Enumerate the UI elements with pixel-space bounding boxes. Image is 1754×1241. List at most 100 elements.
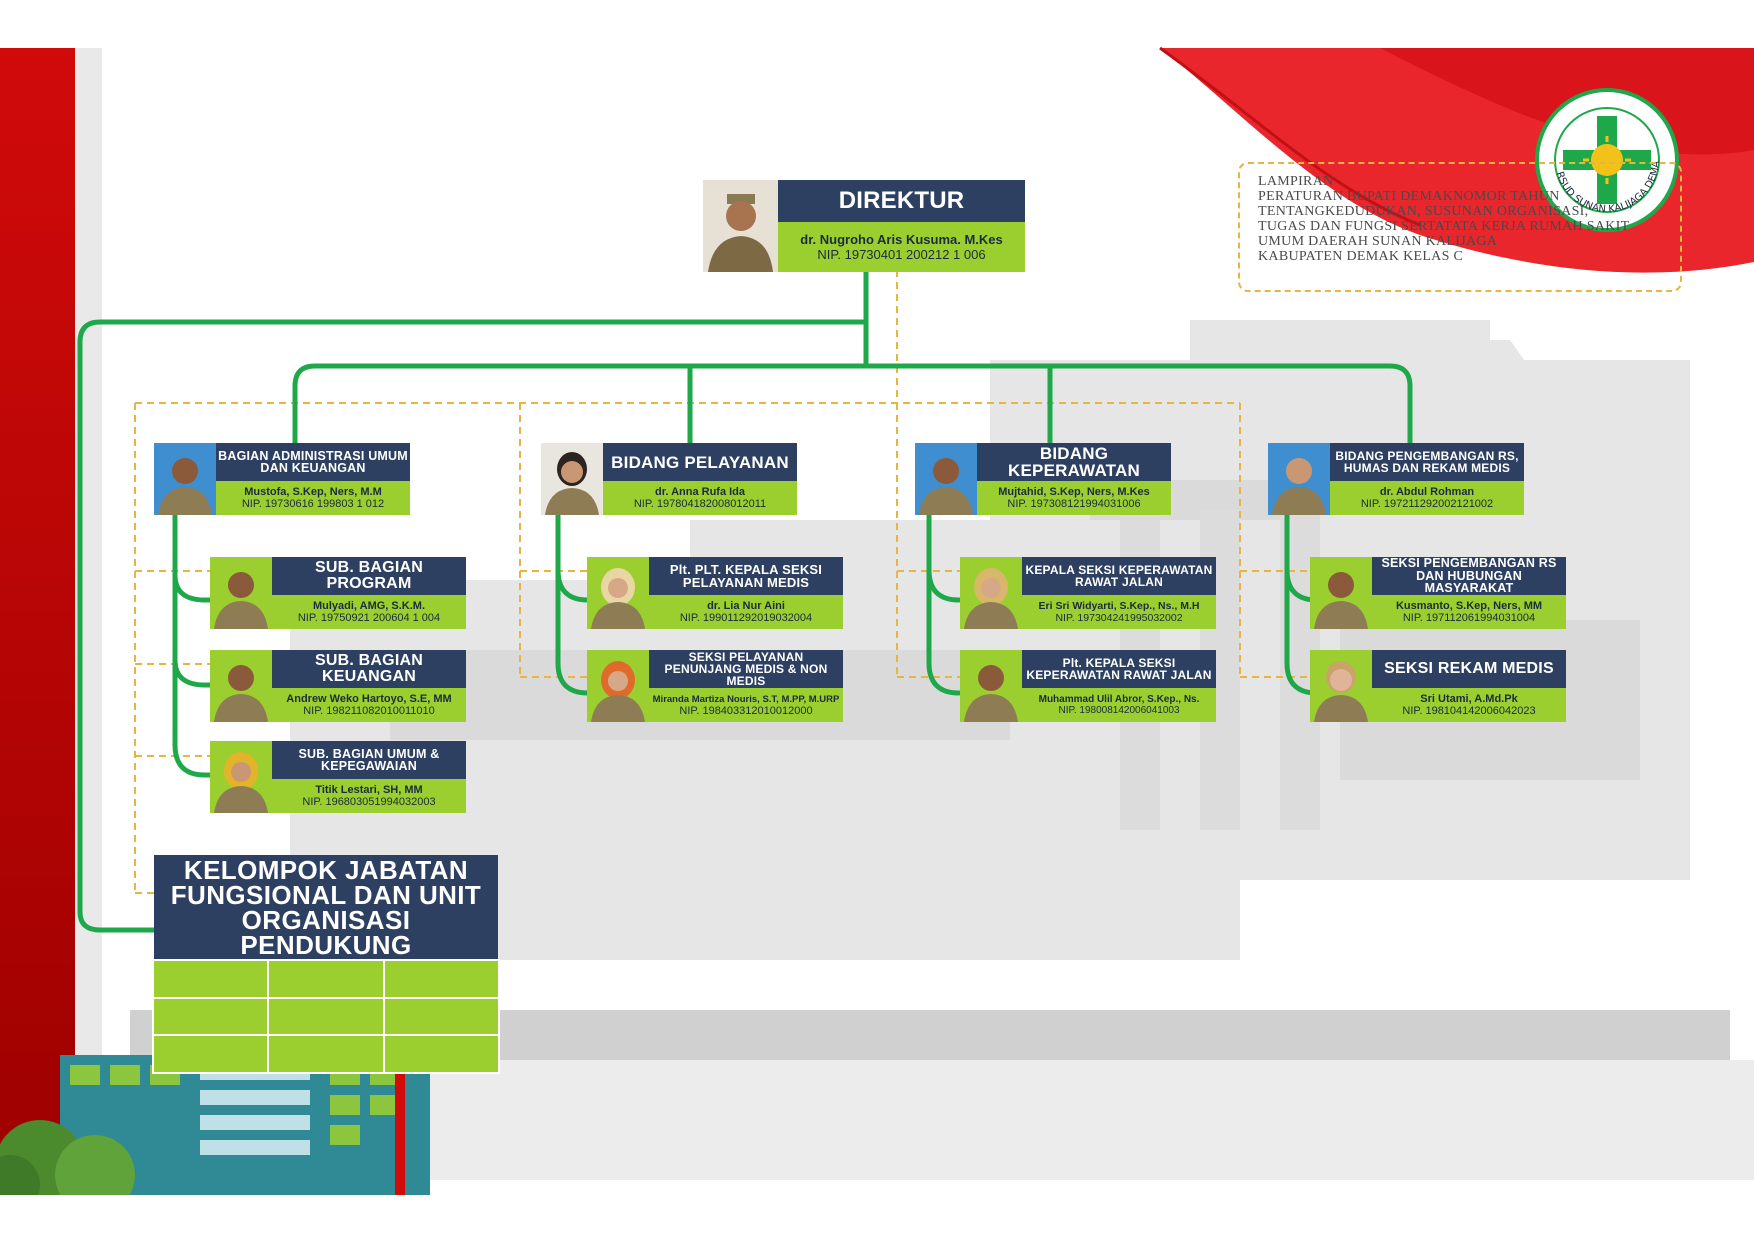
unit-nip: NIP. 19730616 199803 1 012 (241, 498, 385, 510)
unit-nip: NIP. 197211292002121002 (1360, 498, 1494, 510)
subunit-info: Mulyadi, AMG, S.K.M. NIP. 19750921 20060… (272, 595, 466, 629)
subunit-card: SUB. BAGIAN PROGRAM Mulyadi, AMG, S.K.M.… (210, 557, 466, 629)
unit-info: Mujtahid, S.Kep, Ners, M.Kes NIP. 197308… (977, 481, 1171, 515)
grid-cell (382, 959, 501, 999)
subunit-title: SUB. BAGIAN PROGRAM (272, 557, 466, 595)
unit-title: BIDANG KEPERAWATAN (977, 443, 1171, 481)
subunit-card: Plt. KEPALA SEKSI KEPERAWATAN RAWAT JALA… (960, 650, 1216, 722)
subunit-name: Miranda Martiza Nouris, S.T, M.PP, M.URP (652, 693, 840, 705)
subunit-name: Muhammad Ulil Abror, S.Kep., Ns. (1038, 694, 1200, 705)
subunit-photo (210, 650, 272, 722)
subunit-photo (210, 557, 272, 629)
subunit-nip: NIP. 196803051994032003 (302, 796, 436, 808)
subunit-nip: NIP. 197112061994031004 (1402, 612, 1536, 624)
kelompok-title: KELOMPOK JABATAN FUNGSIONAL DAN UNIT ORG… (154, 855, 498, 961)
subunit-name: dr. Lia Nur Aini (707, 600, 785, 612)
unit-photo (1268, 443, 1330, 515)
subunit-card: SEKSI REKAM MEDIS Sri Utami, A.Md.Pk NIP… (1310, 650, 1566, 722)
left-red-band (0, 48, 75, 1193)
note-line: KABUPATEN DEMAK KELAS C (1258, 249, 1464, 264)
director-card: DIREKTUR dr. Nugroho Aris Kusuma. M.Kes … (703, 180, 1025, 272)
kelompok-jabatan-box: KELOMPOK JABATAN FUNGSIONAL DAN UNIT ORG… (151, 855, 501, 1074)
subunit-info: Kusmanto, S.Kep, Ners, MM NIP. 197112061… (1372, 595, 1566, 629)
note-line: LAMPIRAN (1258, 174, 1334, 189)
subunit-title: KEPALA SEKSI KEPERAWATAN RAWAT JALAN (1022, 557, 1216, 595)
unit-photo (154, 443, 216, 515)
unit-title: BIDANG PENGEMBANGAN RS, HUMAS DAN REKAM … (1330, 443, 1524, 481)
subunit-card: SUB. BAGIAN UMUM & KEPEGAWAIAN Titik Les… (210, 741, 466, 813)
subunit-photo (960, 650, 1022, 722)
subunit-title: SEKSI PENGEMBANGAN RS DAN HUBUNGAN MASYA… (1372, 557, 1566, 595)
subunit-info: Muhammad Ulil Abror, S.Kep., Ns. NIP. 19… (1022, 688, 1216, 722)
unit-name: dr. Abdul Rohman (1379, 486, 1475, 498)
note-line: PERATURAN BUPATI DEMAKNOMOR TAHUN (1258, 189, 1560, 204)
unit-card: BAGIAN ADMINISTRASI UMUM DAN KEUANGAN Mu… (154, 443, 410, 515)
grid-cell (151, 996, 270, 1037)
grid-cell (382, 1034, 501, 1074)
kelompok-grid (151, 959, 501, 1074)
lampiran-note: LAMPIRAN PERATURAN BUPATI DEMAKNOMOR TAH… (1238, 162, 1682, 292)
subunit-name: Kusmanto, S.Kep, Ners, MM (1395, 600, 1543, 612)
subunit-photo (587, 650, 649, 722)
director-photo (703, 180, 778, 272)
unit-name: Mujtahid, S.Kep, Ners, M.Kes (998, 486, 1150, 498)
subunit-title: SUB. BAGIAN KEUANGAN (272, 650, 466, 688)
grid-cell (382, 996, 501, 1037)
subunit-photo (1310, 557, 1372, 629)
grid-cell (267, 1034, 385, 1074)
subunit-name: Andrew Weko Hartoyo, S.E, MM (286, 693, 452, 705)
bottom-green-building (0, 1055, 430, 1195)
subunit-name: Titik Lestari, SH, MM (315, 784, 423, 796)
unit-card: BIDANG PELAYANAN dr. Anna Rufa Ida NIP. … (541, 443, 797, 515)
subunit-photo (587, 557, 649, 629)
subunit-name: Sri Utami, A.Md.Pk (1420, 693, 1518, 705)
subunit-nip: NIP. 198403312010012000 (679, 704, 813, 717)
subunit-info: dr. Lia Nur Aini NIP. 199011292019032004 (649, 595, 843, 629)
subunit-card: SUB. BAGIAN KEUANGAN Andrew Weko Hartoyo… (210, 650, 466, 722)
subunit-nip: NIP. 198211082010011010 (303, 705, 435, 717)
subunit-nip: NIP. 197304241995032002 (1055, 612, 1183, 624)
subunit-title: Plt. PLT. KEPALA SEKSI PELAYANAN MEDIS (649, 557, 843, 595)
subunit-info: Andrew Weko Hartoyo, S.E, MM NIP. 198211… (272, 688, 466, 722)
director-name: dr. Nugroho Aris Kusuma. M.Kes (800, 232, 1003, 247)
unit-info: dr. Abdul Rohman NIP. 197211292002121002 (1330, 481, 1524, 515)
subunit-title: SEKSI REKAM MEDIS (1372, 650, 1566, 688)
subunit-name: Mulyadi, AMG, S.K.M. (312, 600, 426, 612)
note-line: TENTANGKEDUDUKAN, SUSUNAN ORGANISASI, (1258, 204, 1589, 219)
director-nip: NIP. 19730401 200212 1 006 (817, 247, 986, 262)
subunit-nip: NIP. 198008142006041003 (1058, 705, 1180, 716)
unit-nip: NIP. 197804182008012011 (633, 498, 767, 510)
subunit-card: KEPALA SEKSI KEPERAWATAN RAWAT JALAN Eri… (960, 557, 1216, 629)
unit-name: Mustofa, S.Kep, Ners, M.M (244, 486, 382, 498)
subunit-card: SEKSI PENGEMBANGAN RS DAN HUBUNGAN MASYA… (1310, 557, 1566, 629)
note-line: TUGAS DAN FUNGSI SERTATATA KERJA RUMAH S… (1258, 219, 1630, 234)
subunit-nip: NIP. 199011292019032004 (679, 612, 813, 624)
subunit-info: Eri Sri Widyarti, S.Kep., Ns., M.H NIP. … (1022, 595, 1216, 629)
subunit-card: SEKSI PELAYANAN PENUNJANG MEDIS & NON ME… (587, 650, 843, 722)
subunit-info: Sri Utami, A.Md.Pk NIP. 1981041420060420… (1372, 688, 1566, 722)
subunit-name: Eri Sri Widyarti, S.Kep., Ns., M.H (1038, 600, 1200, 612)
note-line: UMUM DAERAH SUNAN KALIJAGA (1258, 234, 1498, 249)
subunit-photo (960, 557, 1022, 629)
subunit-photo (1310, 650, 1372, 722)
unit-title: BIDANG PELAYANAN (603, 443, 797, 481)
subunit-title: Plt. KEPALA SEKSI KEPERAWATAN RAWAT JALA… (1022, 650, 1216, 688)
subunit-title: SUB. BAGIAN UMUM & KEPEGAWAIAN (272, 741, 466, 779)
subunit-nip: NIP. 19750921 200604 1 004 (297, 612, 441, 624)
subunit-info: Titik Lestari, SH, MM NIP. 1968030519940… (272, 779, 466, 813)
unit-photo (915, 443, 977, 515)
rsud-logo: RSUD SUNAN KALIJAGA DEMAK (1532, 80, 1679, 232)
subunit-nip: NIP. 198104142006042023 (1402, 705, 1536, 717)
grid-cell (267, 959, 385, 999)
subunit-info: Miranda Martiza Nouris, S.T, M.PP, M.URP… (649, 688, 843, 722)
grid-cell (151, 959, 270, 999)
director-title: DIREKTUR (778, 180, 1025, 222)
grid-cell (267, 996, 385, 1037)
unit-nip: NIP. 197308121994031006 (1007, 498, 1141, 510)
unit-info: Mustofa, S.Kep, Ners, M.M NIP. 19730616 … (216, 481, 410, 515)
unit-photo (541, 443, 603, 515)
unit-title: BAGIAN ADMINISTRASI UMUM DAN KEUANGAN (216, 443, 410, 481)
unit-name: dr. Anna Rufa Ida (654, 486, 746, 498)
subunit-photo (210, 741, 272, 813)
